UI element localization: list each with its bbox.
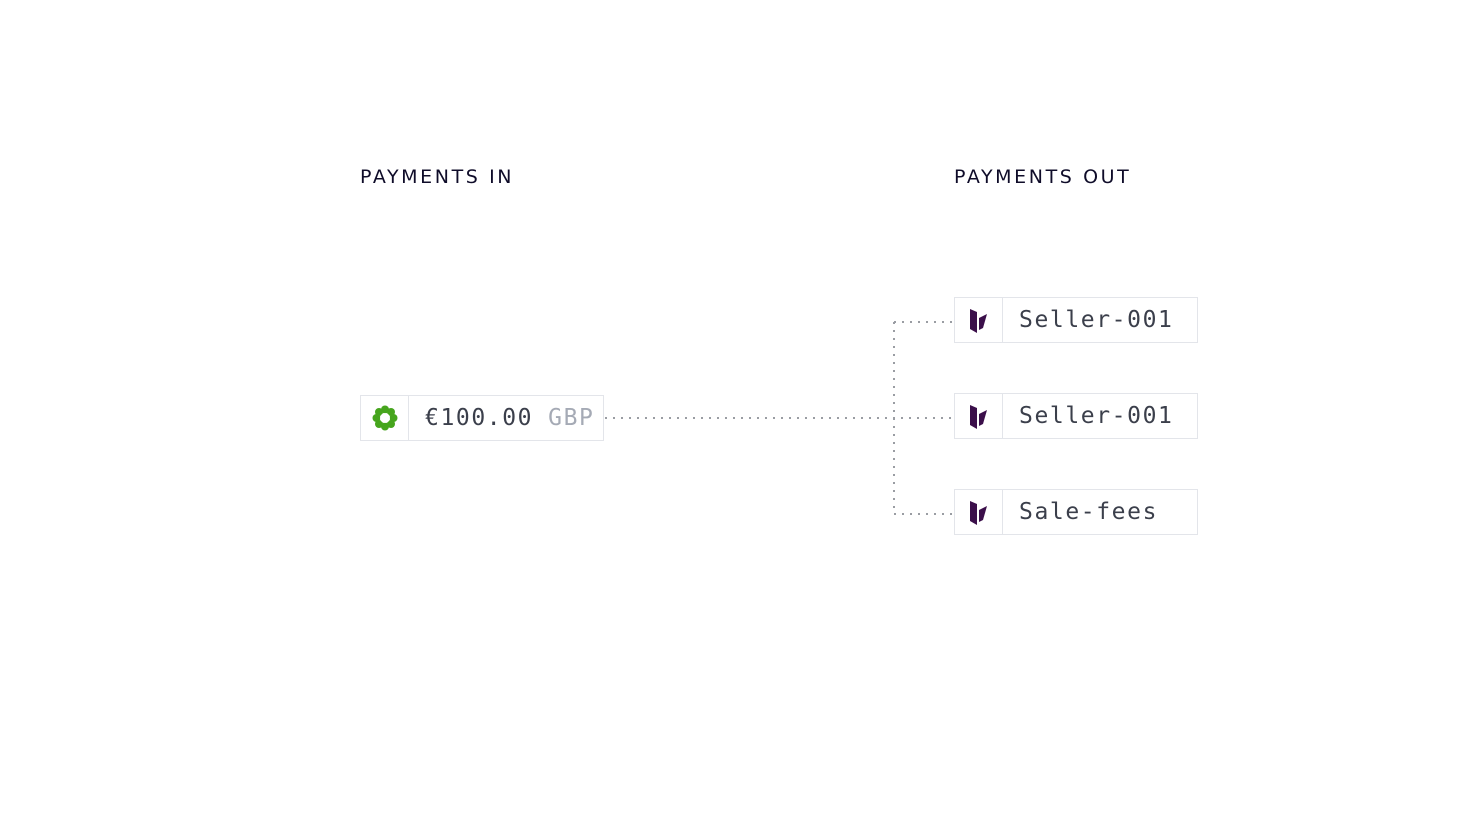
payment-out-card[interactable]: Sale-fees [954,489,1198,535]
payment-in-currency: GBP [548,405,595,431]
payment-out-label: Seller-001 [1019,307,1174,333]
purple-book-icon [969,405,987,429]
purple-book-icon [969,501,987,525]
payments-out-heading: PAYMENTS OUT [954,166,1132,188]
purple-book-icon [969,309,987,333]
payment-in-icon-cell [361,396,409,440]
payment-out-label: Seller-001 [1019,403,1174,429]
green-flower-icon [372,405,397,431]
payment-out-icon-cell [955,490,1003,534]
payment-out-label: Sale-fees [1019,499,1159,525]
payment-in-amount: €100.00 [425,405,534,431]
payment-in-card[interactable]: €100.00 GBP [360,395,604,441]
payment-out-icon-cell [955,394,1003,438]
payments-in-heading: PAYMENTS IN [360,166,515,188]
payment-out-card[interactable]: Seller-001 [954,393,1198,439]
payment-out-icon-cell [955,298,1003,342]
payment-out-card[interactable]: Seller-001 [954,297,1198,343]
payment-in-label: €100.00 GBP [409,396,594,440]
